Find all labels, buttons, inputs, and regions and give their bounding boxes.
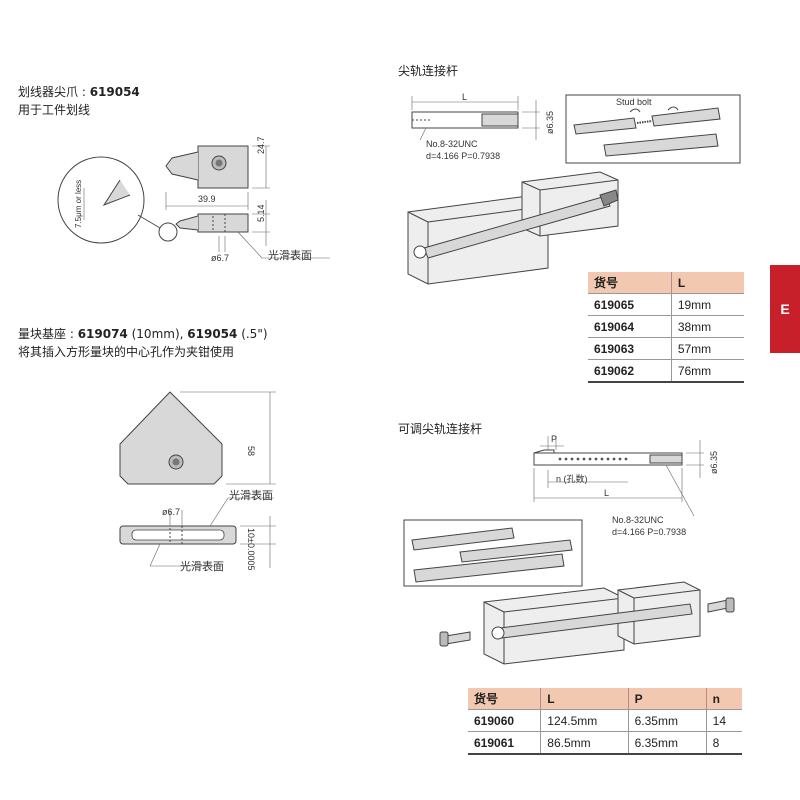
- column-header: n: [705, 688, 742, 710]
- length-cell: 19mm: [670, 293, 744, 316]
- column-header: 货号: [468, 688, 541, 710]
- pitch-cell: 6.35mm: [627, 731, 707, 755]
- length-cell: 124.5mm: [540, 709, 629, 732]
- adjustable-rod-thread-spec: d=4.166 P=0.7938: [612, 527, 687, 537]
- tapered-rod-title: 尖轨连接杆: [398, 64, 459, 78]
- item-code: 619065: [588, 293, 672, 316]
- length-cell: 86.5mm: [540, 731, 629, 755]
- tapered-rod-L-dim: L: [462, 92, 468, 102]
- adjustable-rod-table: 货号 L P n 619060 124.5mm 6.35mm 14 619061…: [468, 688, 742, 755]
- item-code: 619063: [588, 337, 672, 360]
- length-cell: 57mm: [670, 337, 744, 360]
- tapered-rod-thread-spec: d=4.166 P=0.7938: [426, 151, 501, 161]
- table-header-row: 货号 L P n: [468, 688, 742, 710]
- gauge-base-hole-dim: ø6.7: [162, 507, 181, 517]
- gauge-base-surface-label-2: 光滑表面: [180, 561, 224, 573]
- hole-count-cell: 8: [705, 731, 742, 755]
- gauge-base-subtitle: 将其插入方形量块的中心孔作为夹钳使用: [18, 345, 235, 359]
- stud-bolt-label: Stud bolt: [616, 97, 652, 107]
- column-header: L: [670, 272, 744, 294]
- adjustable-rod-title: 可调尖轨连接杆: [398, 422, 483, 436]
- column-header: L: [540, 688, 629, 710]
- column-header: 货号: [588, 272, 672, 294]
- length-cell: 38mm: [670, 315, 744, 338]
- tapered-rod-thread: No.8-32UNC: [426, 139, 478, 149]
- adjustable-rod-thread: No.8-32UNC: [612, 515, 664, 525]
- pitch-cell: 6.35mm: [627, 709, 707, 732]
- hole-count-cell: 14: [705, 709, 742, 732]
- gauge-base-surface-label-1: 光滑表面: [229, 490, 273, 502]
- scriber-width-dim: 39.9: [198, 194, 216, 204]
- column-header: P: [627, 688, 707, 710]
- adjustable-rod-n-dim: n (孔数): [556, 474, 588, 484]
- scriber-point-subtitle: 用于工件划线: [18, 103, 91, 117]
- scriber-surface-label: 光滑表面: [268, 250, 312, 262]
- item-code: 619064: [588, 315, 672, 338]
- adjustable-rod-dia-dim: ø6.35: [709, 450, 719, 474]
- scriber-hole-dim: ø6.7: [211, 253, 230, 263]
- section-tab-e: E: [770, 265, 800, 353]
- item-code: 619062: [588, 359, 672, 383]
- length-cell: 76mm: [670, 359, 744, 383]
- table-row: 619060 124.5mm 6.35mm 14: [468, 709, 742, 732]
- gauge-base-title: 量块基座 : 619074 (10mm), 619054 (.5"): [18, 327, 268, 341]
- table-row: 619061 86.5mm 6.35mm 8: [468, 731, 742, 755]
- table-header-row: 货号 L: [588, 272, 744, 294]
- item-code: 619060: [468, 709, 541, 732]
- item-code: 619061: [468, 731, 541, 755]
- adjustable-rod-L-dim: L: [604, 488, 610, 498]
- scriber-point-title: 划线器尖爪 : 619054: [18, 85, 140, 99]
- adjustable-rod-P-dim: P: [551, 434, 558, 444]
